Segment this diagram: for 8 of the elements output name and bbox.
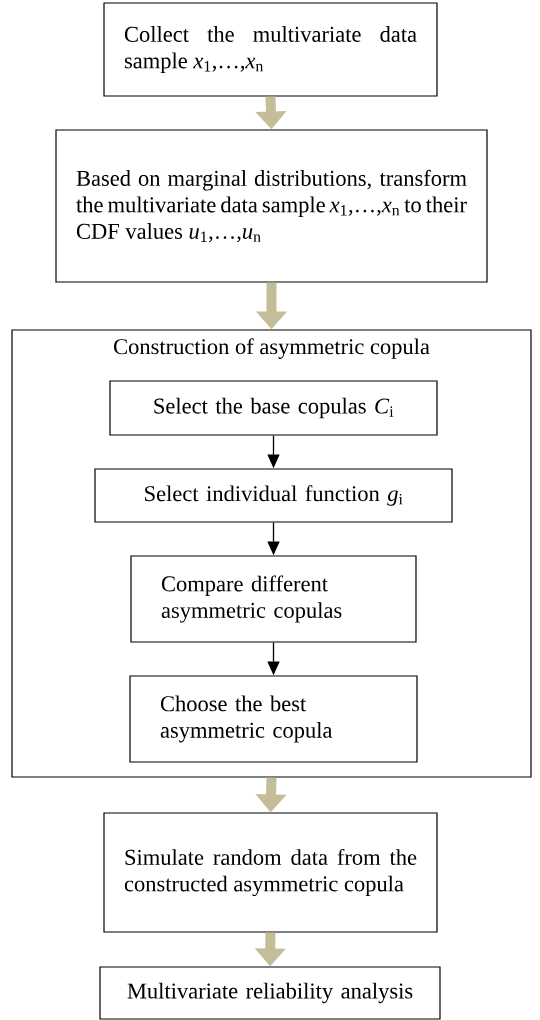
process-box: Select the base copulas C$_{i}$ xyxy=(109,380,438,436)
process-box: Choose the best asymmetric copula xyxy=(129,675,418,763)
process-box: Compare different asymmetric copulas xyxy=(130,555,417,643)
process-box: Select individual function g$_{i}$ xyxy=(94,468,453,523)
process-box: Multivariate reliability analysis xyxy=(99,966,441,1020)
process-box: Collect the multivariate data sample x$_{1}$,…,x$_{n}$ xyxy=(103,2,438,97)
process-box: Simulate random data from the constructed asymmetric copula xyxy=(103,812,438,933)
process-box: Based on marginal distributions, transform the multivariate data sample x$_{1}$,…,x$_{n}$ to their CDF values u$_{1}$,…,u$_{n}$ xyxy=(55,129,488,283)
